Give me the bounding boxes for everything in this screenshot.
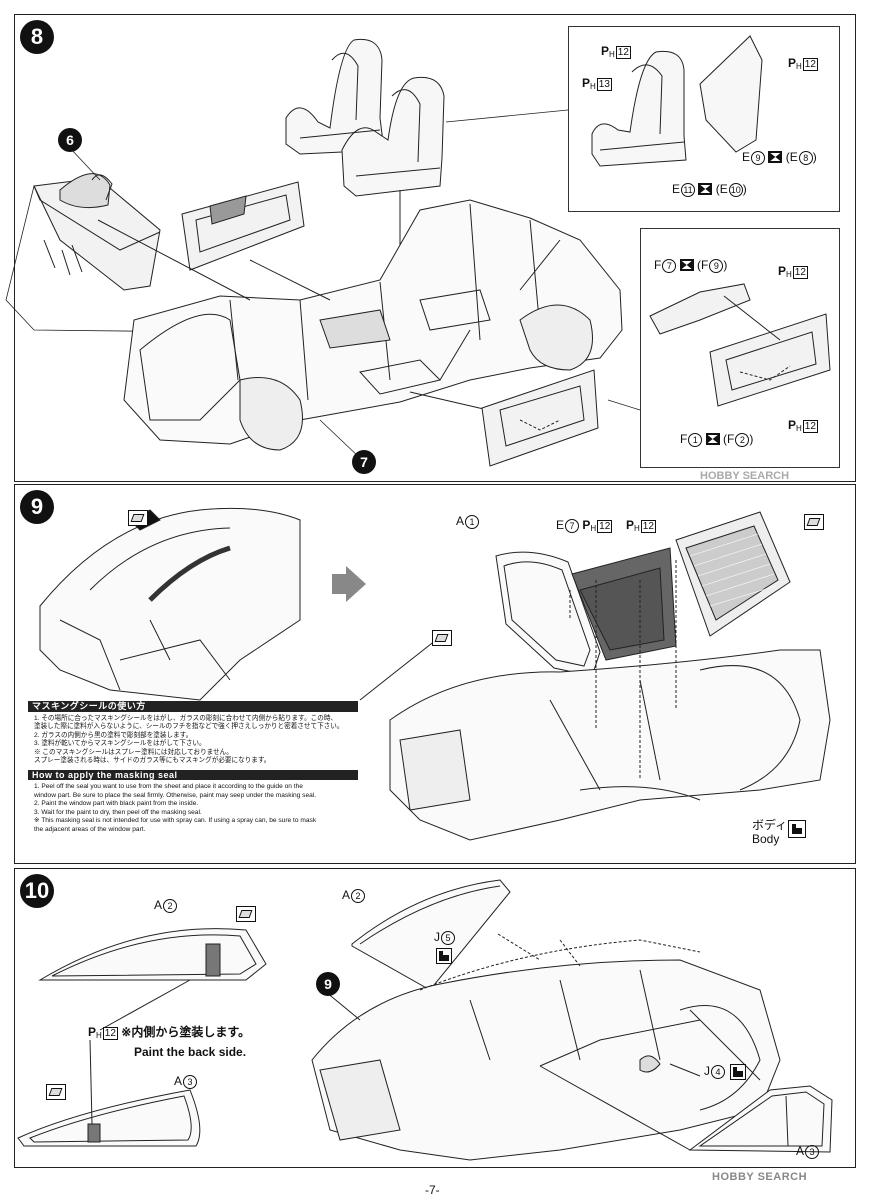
mirror-symbol-icon [705, 433, 720, 445]
callout-6: 6 [58, 128, 82, 152]
part-j4-paint-icon [730, 1064, 746, 1080]
masking-seal-icon [46, 1084, 66, 1100]
mirror-symbol-icon [698, 183, 713, 195]
watermark-text: HOBBY SEARCH [700, 470, 790, 482]
page-number: -7- [425, 1183, 440, 1197]
masking-instructions: マスキングシールの使い方 1. その場所に合ったマスキングシールをはがし、ガラス… [28, 701, 358, 838]
masking-text-jp: 1. その場所に合ったマスキングシールをはがし、ガラスの彫刻に合わせて内側から貼… [34, 714, 344, 765]
step-8-number: 8 [20, 20, 54, 54]
hobby-search-logo: HOBBY SEARCH [712, 1171, 808, 1183]
masking-title-jp: マスキングシールの使い方 [28, 701, 358, 712]
masking-seal-icon [432, 630, 452, 646]
callout-9: 9 [316, 972, 340, 996]
seat-inset [568, 26, 840, 212]
masking-text-en: 1. Peel off the seal you want to use fro… [34, 783, 317, 833]
step-9-number: 9 [20, 490, 54, 524]
mirror-symbol-icon [768, 151, 783, 163]
callout-7: 7 [352, 450, 376, 474]
body-paint-icon [788, 820, 806, 838]
step-10-number: 10 [20, 874, 54, 908]
part-j5-paint-icon [436, 948, 452, 964]
masking-seal-icon [128, 510, 148, 526]
masking-seal-icon [236, 906, 256, 922]
masking-title-en: How to apply the masking seal [28, 769, 358, 780]
mirror-symbol-icon [679, 259, 694, 271]
masking-seal-icon [804, 514, 824, 530]
